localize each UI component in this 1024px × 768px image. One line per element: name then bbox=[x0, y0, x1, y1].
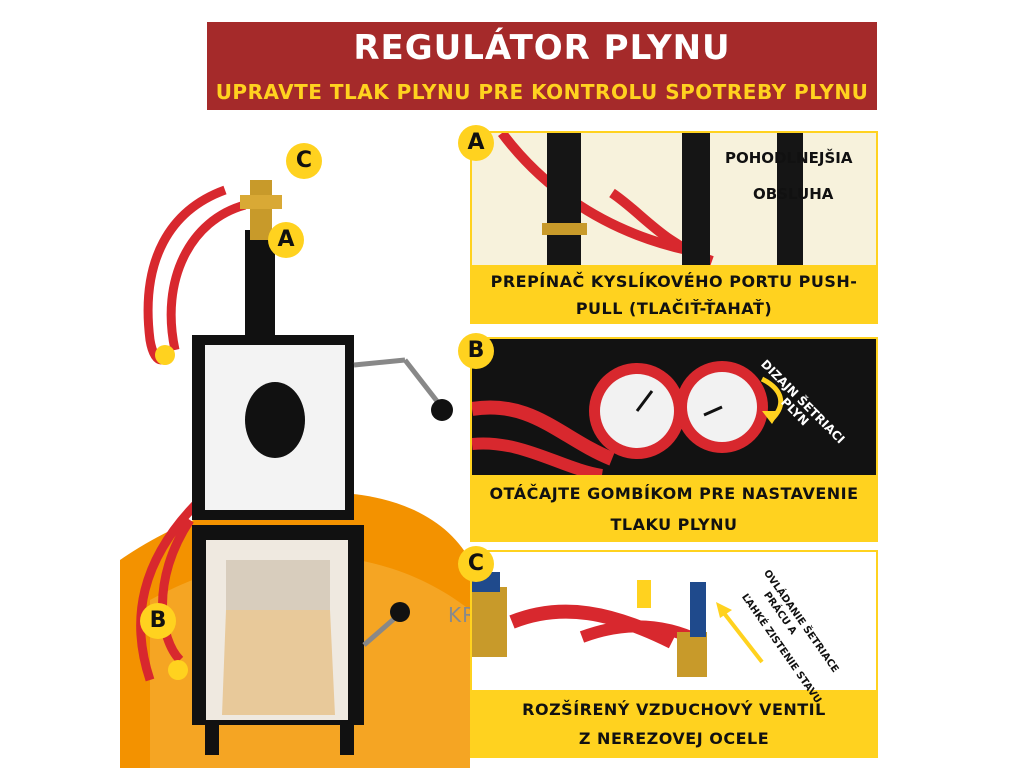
gauges-photo bbox=[472, 339, 876, 475]
forge-illustration bbox=[136, 180, 453, 755]
valve-photo bbox=[472, 572, 764, 677]
panel-b-photo bbox=[472, 339, 876, 475]
callout-badge-c: C bbox=[286, 143, 322, 179]
panel-c-badge: C bbox=[458, 546, 494, 582]
panel-a-caption-line2: PULL (TLAČIŤ-ŤAHAŤ) bbox=[575, 299, 773, 318]
panel-a-photo bbox=[472, 133, 876, 265]
panel-a: A POHODLNEJŠIA OBSLUHA PREPÍNAČ KYSLÍKOV… bbox=[458, 125, 878, 324]
panel-b-caption-line1: OTÁČAJTE GOMBÍKOM PRE NASTAVENIE bbox=[489, 484, 859, 503]
panel-a-overlay-line2: OBSLUHA bbox=[753, 185, 834, 203]
callout-badge-a: A bbox=[268, 222, 304, 258]
panel-a-badge: A bbox=[458, 125, 494, 161]
panel-c-photo bbox=[472, 552, 876, 690]
panel-c: C OVLÁDANIE ŠETRIACE PRÁCU A ĽAHKÉ ZISTE… bbox=[458, 546, 878, 758]
callout-badge-b: B bbox=[140, 603, 176, 639]
panel-c-caption-line2: Z NEREZOVEJ OCELE bbox=[578, 729, 770, 748]
panel-b-badge: B bbox=[458, 333, 494, 369]
panel-b-caption-line2: TLAKU PLYNU bbox=[610, 515, 738, 534]
page-title: REGULÁTOR PLYNU bbox=[353, 28, 731, 68]
panel-a-overlay-line1: POHODLNEJŠIA bbox=[725, 149, 853, 167]
header-banner: REGULÁTOR PLYNU UPRAVTE TLAK PLYNU PRE K… bbox=[207, 22, 877, 110]
page-subtitle: UPRAVTE TLAK PLYNU PRE KONTROLU SPOTREBY… bbox=[215, 80, 869, 104]
panel-b: B DIZAJN ŠETRIACI PLYN OTÁČAJTE GOMBÍKOM… bbox=[458, 333, 878, 542]
panel-a-caption-line1: PREPÍNAČ KYSLÍKOVÉHO PORTU PUSH- bbox=[490, 272, 858, 291]
push-pull-photo bbox=[498, 133, 803, 265]
panel-c-caption-line1: ROZŠÍRENÝ VZDUCHOVÝ VENTIL bbox=[522, 700, 826, 719]
